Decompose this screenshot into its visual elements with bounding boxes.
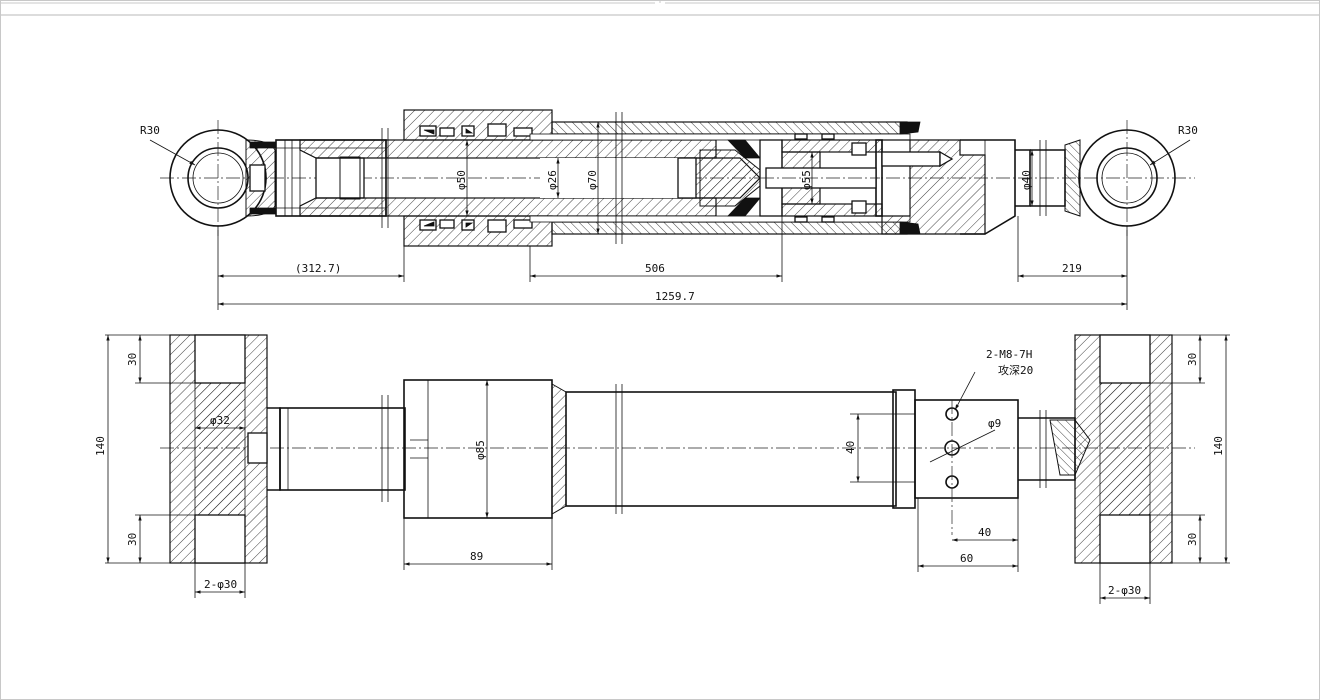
barrel-plan [403,371,1047,572]
label-phi55: φ55 [800,170,813,190]
label-holes-right: 2-φ30 [1108,584,1141,597]
label-phi85: φ85 [474,440,487,460]
label-506: 506 [645,262,665,275]
rod-plan [267,395,406,502]
label-holes-left: 2-φ30 [204,578,237,591]
label-40: 40 [978,526,991,539]
end-cap [881,139,1081,235]
label-30-top-left: 30 [126,353,139,366]
right-clevis-plan [1046,334,1230,604]
label-30-bottom-left: 30 [126,533,139,546]
label-r30-right: R30 [1178,124,1198,137]
label-219: 219 [1062,262,1082,275]
plan-view: 30 30 140 φ32 2-φ30 φ85 89 2-M8-7H 攻深20 … [94,334,1230,604]
label-thread: 2-M8-7H [986,348,1032,361]
label-phi50: φ50 [455,170,468,190]
label-phi32: φ32 [210,414,230,427]
label-phi70: φ70 [586,170,599,190]
label-60: 60 [960,552,973,565]
label-phi9: φ9 [988,417,1001,430]
label-89: 89 [470,550,483,563]
left-clevis-plan [105,334,268,598]
gland-nut-plan [403,379,567,519]
label-40-vertical: 40 [844,441,857,454]
piston [677,133,883,223]
diameter-dimensions-top [465,122,1034,234]
left-rod-eye [149,120,277,236]
label-30-top-right: 30 [1186,353,1199,366]
label-total: 1259.7 [655,290,695,303]
label-r30-left: R30 [140,124,160,137]
label-phi40: φ40 [1020,170,1033,190]
section-view: R30 R30 φ50 φ26 φ70 φ55 φ40 (312.7) 506 … [140,109,1198,310]
label-tap-depth: 攻深20 [998,363,1033,377]
label-30-bottom-right: 30 [1186,533,1199,546]
label-312: (312.7) [295,262,341,275]
length-dimensions-top [217,216,1128,310]
break-lines [381,112,1047,244]
gland-head [403,109,553,247]
label-140-right: 140 [1212,436,1225,456]
label-phi26: φ26 [546,170,559,190]
label-140-left: 140 [94,436,107,456]
